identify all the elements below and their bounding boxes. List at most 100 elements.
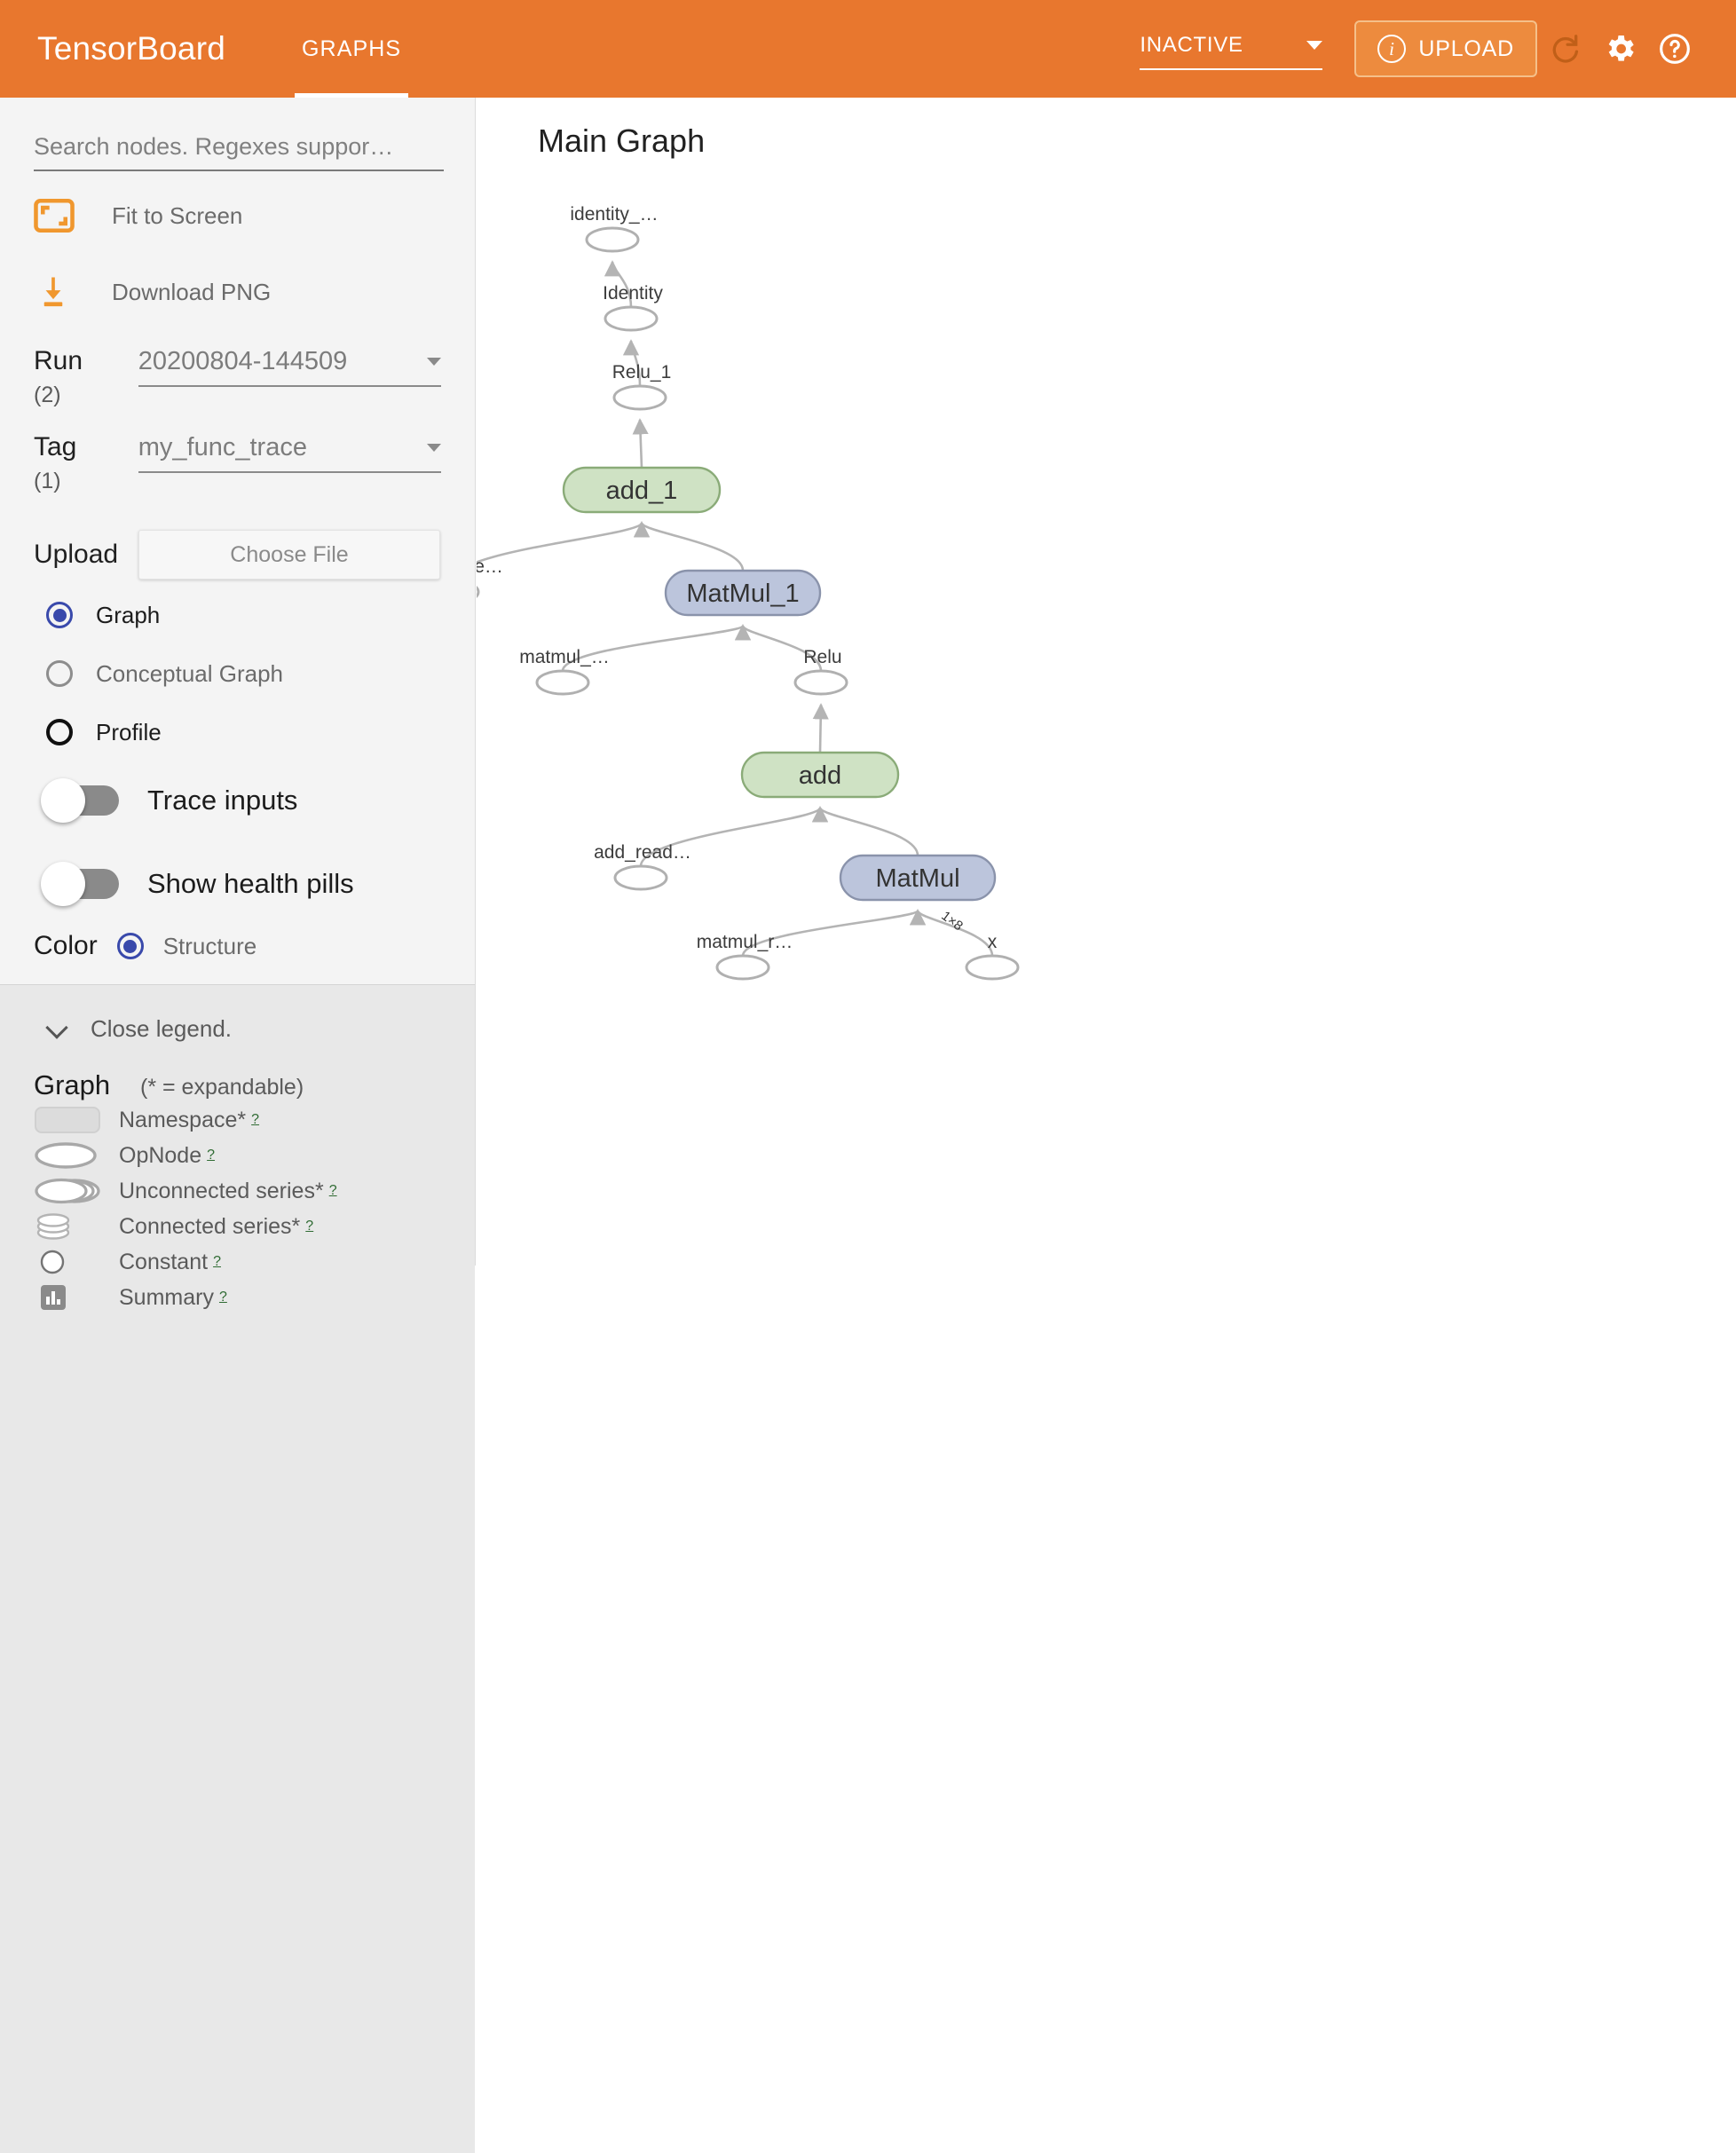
graph-node-label: Identity — [603, 283, 663, 304]
radio-graph-icon — [46, 602, 73, 629]
legend-item-connected-series: Connected series* ? — [34, 1210, 441, 1243]
trace-inputs-label: Trace inputs — [147, 785, 298, 816]
graph-node[interactable]: x — [965, 932, 1020, 981]
legend-item-opnode-label: OpNode — [119, 1142, 202, 1168]
graph-node[interactable]: MatMul_1 — [664, 569, 822, 617]
tag-row: Tag (1) my_func_trace — [34, 431, 441, 496]
run-count: (2) — [34, 382, 61, 407]
legend-subtitle: (* = expandable) — [140, 1075, 304, 1100]
show-health-pills-row[interactable]: Show health pills — [34, 846, 441, 922]
radio-profile[interactable]: Profile — [34, 709, 441, 755]
unconnected-series-shape-icon — [34, 1176, 119, 1206]
graph-node-label: identity_… — [570, 204, 658, 225]
graph-edge — [812, 806, 919, 856]
chevron-down-icon — [1306, 41, 1323, 50]
tag-value: my_func_trace — [138, 433, 307, 462]
legend-item-unconnected-series-label: Unconnected series* — [119, 1178, 324, 1203]
legend-title: Graph — [34, 1069, 111, 1101]
help-link[interactable]: ? — [328, 1183, 337, 1199]
trace-inputs-row[interactable]: Trace inputs — [34, 762, 441, 839]
graph-edge — [634, 521, 745, 572]
graph-node[interactable]: add_1 — [562, 466, 722, 514]
graph-edge — [622, 339, 642, 387]
graph-edge — [632, 418, 649, 469]
graph-node[interactable]: add_1_re… — [477, 556, 503, 603]
chevron-down-icon — [427, 358, 441, 366]
radio-profile-label: Profile — [96, 718, 162, 745]
header-actions: INACTIVE i UPLOAD — [1140, 20, 1736, 77]
tag-dropdown[interactable]: my_func_trace — [138, 433, 441, 474]
graph-node[interactable]: add_read… — [594, 842, 691, 891]
graph-node[interactable]: Relu — [793, 647, 848, 696]
fit-to-screen-label: Fit to Screen — [112, 201, 243, 229]
legend-item-opnode: OpNode ? — [34, 1139, 441, 1172]
help-link[interactable]: ? — [251, 1112, 260, 1128]
sidebar-divider — [0, 984, 475, 986]
settings-button[interactable] — [1592, 21, 1647, 76]
fit-to-screen-action[interactable]: Fit to Screen — [34, 184, 441, 248]
color-row: Color Structure — [34, 931, 441, 984]
radio-conceptual-graph[interactable]: Conceptual Graph — [34, 651, 441, 697]
connected-series-shape-icon — [34, 1211, 119, 1242]
graph-node[interactable]: matmul_r… — [697, 932, 793, 981]
radio-graph[interactable]: Graph — [34, 592, 441, 638]
app-header: TensorBoard GRAPHS INACTIVE i UPLOAD — [0, 0, 1736, 98]
chevron-down-icon — [427, 444, 441, 453]
show-health-pills-label: Show health pills — [147, 868, 354, 900]
close-legend-button[interactable]: Close legend. — [34, 1015, 441, 1043]
info-icon: i — [1377, 35, 1407, 63]
graph-node[interactable]: Relu_1 — [612, 362, 672, 411]
tab-graphs[interactable]: GRAPHS — [295, 0, 409, 98]
upload-button-label: UPLOAD — [1418, 35, 1514, 61]
legend-item-constant-label: Constant — [119, 1249, 209, 1274]
upload-button[interactable]: i UPLOAD — [1354, 20, 1537, 77]
help-link[interactable]: ? — [213, 1254, 221, 1270]
legend-item-constant: Constant ? — [34, 1245, 441, 1279]
graph-edge — [604, 260, 633, 308]
radio-profile-icon — [46, 719, 73, 746]
graph-diagram[interactable]: 1×8identity_…IdentityRelu_1add_1add_1_re… — [477, 98, 1736, 1266]
refresh-button[interactable] — [1537, 21, 1592, 76]
show-health-pills-toggle[interactable] — [41, 862, 119, 907]
graph-edge — [910, 909, 994, 957]
graph-node[interactable]: matmul_… — [519, 647, 610, 696]
graph-node[interactable]: MatMul — [839, 854, 997, 902]
close-legend-label: Close legend. — [91, 1015, 232, 1043]
download-png-action[interactable]: Download PNG — [34, 260, 441, 324]
radio-structure-icon[interactable] — [116, 933, 144, 960]
graph-edge — [812, 703, 829, 753]
tag-key: Tag (1) — [34, 431, 138, 496]
upload-key-label: Upload — [34, 540, 119, 570]
trace-inputs-toggle[interactable] — [41, 778, 119, 824]
constant-shape-icon — [34, 1247, 119, 1277]
graph-node[interactable]: identity_… — [570, 204, 659, 253]
page-title: Main Graph — [538, 122, 706, 159]
run-dropdown[interactable]: 20200804-144509 — [138, 347, 441, 387]
download-icon — [34, 272, 89, 312]
download-png-label: Download PNG — [112, 278, 272, 305]
run-status-dropdown[interactable]: INACTIVE — [1140, 33, 1323, 70]
help-button[interactable] — [1647, 21, 1702, 76]
help-link[interactable]: ? — [207, 1147, 216, 1163]
legend-panel: Close legend. Graph (* = expandable) Nam… — [0, 985, 475, 2153]
choose-file-button[interactable]: Choose File — [138, 530, 440, 580]
chevron-down-icon — [46, 1018, 69, 1041]
legend-item-summary-label: Summary — [119, 1284, 214, 1310]
graph-node-label: MatMul — [875, 864, 959, 893]
legend-header: Graph (* = expandable) — [34, 1069, 441, 1101]
graph-edge — [735, 624, 823, 672]
search-input[interactable] — [34, 133, 444, 171]
toggle-knob — [41, 862, 85, 907]
run-status-label: INACTIVE — [1140, 33, 1243, 57]
search-row — [34, 98, 444, 171]
graph-node[interactable]: Identity — [603, 283, 663, 332]
graph-node[interactable]: add — [740, 751, 900, 799]
run-row: Run (2) 20200804-144509 — [34, 345, 441, 410]
graph-edge — [477, 521, 650, 564]
help-link[interactable]: ? — [218, 1289, 227, 1305]
help-link[interactable]: ? — [305, 1218, 314, 1234]
radio-conceptual-graph-icon — [46, 660, 73, 688]
graph-node-label: x — [988, 932, 998, 952]
graph-node-label: add_read… — [594, 842, 691, 863]
